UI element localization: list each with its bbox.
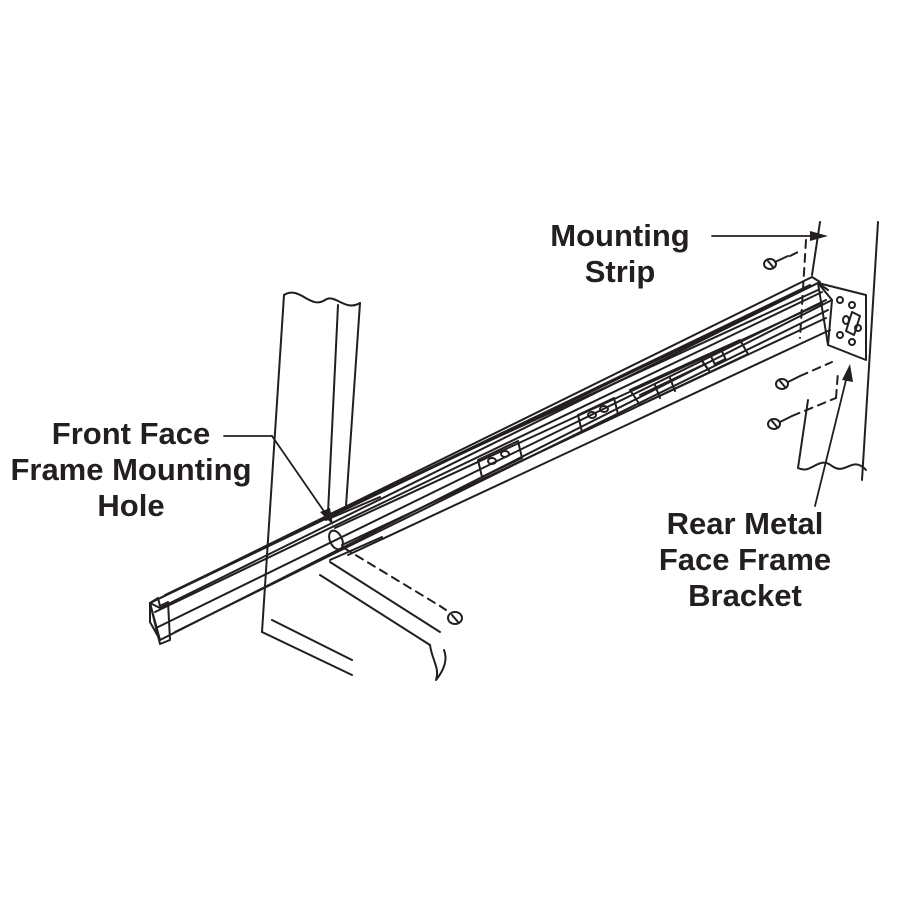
front-face-label-line-2: Frame Mounting xyxy=(10,452,252,487)
screw-front xyxy=(439,605,463,625)
rear-metal-face-frame-bracket-label: Rear Metal Face Frame Bracket xyxy=(640,506,850,614)
screw-rear-top xyxy=(763,255,789,270)
front-face-label-line-3: Hole xyxy=(97,488,165,523)
mounting-strip-label-line-2: Strip xyxy=(584,254,656,289)
rear-bracket-label-line-3: Bracket xyxy=(688,578,802,613)
rear-bracket-label-line-1: Rear Metal xyxy=(666,506,824,541)
rear-metal-bracket xyxy=(817,282,867,361)
front-mounting-hole-area xyxy=(325,496,383,561)
screw-rear-middle xyxy=(775,375,801,390)
dashed-guides xyxy=(343,239,839,607)
slide-slot-1 xyxy=(577,397,619,433)
rear-bracket-label-line-2: Face Frame xyxy=(658,542,832,577)
leader-lines xyxy=(223,231,853,525)
slide-latch-mechanism xyxy=(629,339,749,406)
mounting-strip-label-line-1: Mounting xyxy=(550,218,690,253)
front-face-label-line-1: Front Face xyxy=(51,416,211,451)
front-face-frame-mounting-hole-label: Front Face Frame Mounting Hole xyxy=(0,416,262,524)
mounting-strip-label: Mounting Strip xyxy=(530,218,710,290)
rear-bracket-leader xyxy=(814,371,849,507)
rear-cabinet-wall xyxy=(797,221,879,481)
front-face-frame xyxy=(261,291,447,681)
slide-slot-2 xyxy=(477,440,523,478)
screw-rear-bottom xyxy=(767,415,793,430)
